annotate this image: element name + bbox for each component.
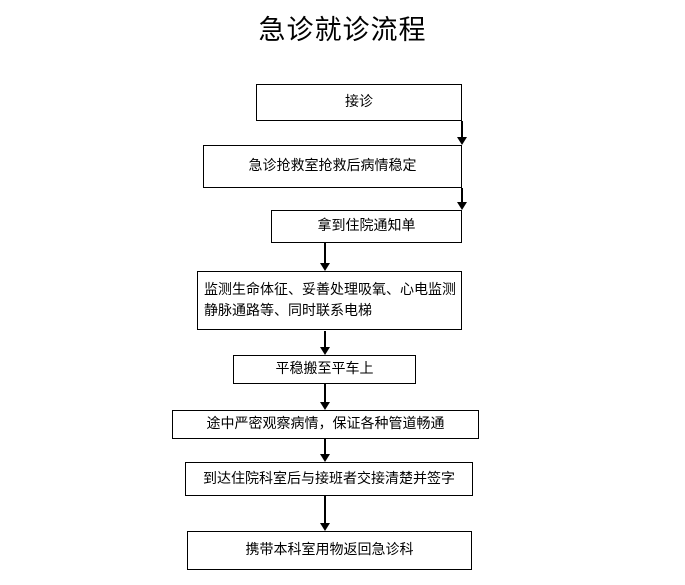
- flow-node-move-to-gurney[interactable]: 平稳搬至平车上: [233, 355, 416, 384]
- flow-node-monitor-vitals[interactable]: 监测生命体征、妥善处理吸氧、心电监测 静脉通路等、同时联系电梯: [197, 271, 462, 330]
- flow-edge-arrowhead-icon: [320, 263, 330, 271]
- flow-node-label: 接诊: [345, 94, 373, 110]
- flow-edge-line: [461, 121, 463, 138]
- flow-edge-arrowhead-icon: [457, 202, 467, 210]
- flow-node-observe-during-transfer[interactable]: 途中严密观察病情，保证各种管道畅通: [172, 410, 479, 439]
- flow-node-label: 携带本科室用物返回急诊科: [245, 542, 414, 558]
- flow-edge-line: [324, 496, 326, 524]
- flow-node-label: 拿到住院通知单: [317, 218, 416, 234]
- flow-node-label: 平稳搬至平车上: [275, 361, 374, 377]
- flow-node-label: 监测生命体征、妥善处理吸氧、心电监测 静脉通路等、同时联系电梯: [204, 281, 456, 319]
- flow-node-reception[interactable]: 接诊: [256, 84, 462, 121]
- flow-edge-arrowhead-icon: [457, 137, 467, 145]
- flow-edge-arrowhead-icon: [320, 347, 330, 355]
- flow-edge-arrowhead-icon: [320, 454, 330, 462]
- flow-edge-arrowhead-icon: [320, 402, 330, 410]
- flow-node-return-to-emergency[interactable]: 携带本科室用物返回急诊科: [187, 531, 472, 570]
- flow-node-admission-notice[interactable]: 拿到住院通知单: [271, 210, 462, 243]
- flow-edge-line: [324, 331, 326, 348]
- flow-edge-line: [461, 188, 463, 203]
- flow-edge-arrowhead-icon: [320, 523, 330, 531]
- flow-node-emergency-resuscitation-stable[interactable]: 急诊抢救室抢救后病情稳定: [203, 145, 462, 188]
- page-title: 急诊就诊流程: [258, 15, 427, 46]
- flow-node-label: 途中严密观察病情，保证各种管道畅通: [206, 416, 445, 432]
- flow-node-label: 急诊抢救室抢救后病情稳定: [248, 158, 417, 174]
- flow-edge-line: [324, 384, 326, 403]
- flow-edge-line: [324, 243, 326, 264]
- flow-node-handover-and-sign[interactable]: 到达住院科室后与接班者交接清楚并签字: [185, 462, 473, 496]
- flow-node-label: 到达住院科室后与接班者交接清楚并签字: [203, 470, 455, 487]
- flow-edge-line: [324, 439, 326, 455]
